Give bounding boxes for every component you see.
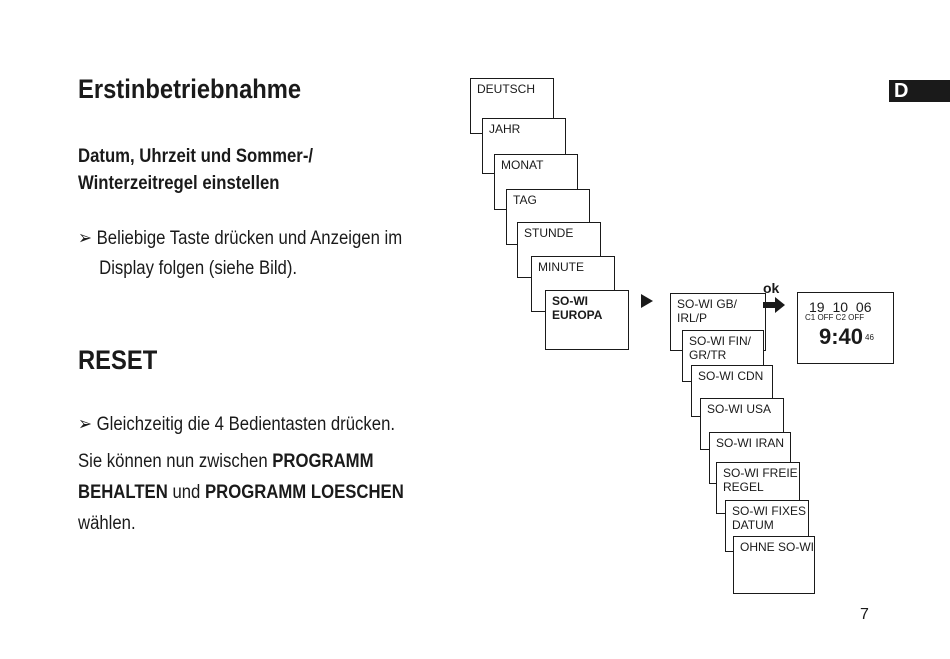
subtitle-line-2: Winterzeitregel einstellen [78, 173, 280, 194]
text-fragment-bold: PROGRAMM [272, 451, 374, 472]
instruction-bullet-1: ➢ Beliebige Taste drücken und Anzeigen i… [78, 224, 402, 284]
setup-screen-text: TAG [513, 193, 537, 207]
dst-option-screen-text: SO-WI USA [707, 402, 772, 416]
clock-seconds: 46 [865, 333, 874, 342]
clock-time: 9:40 [819, 324, 864, 349]
dst-option-screen-text: REGEL [723, 480, 764, 494]
ok-label: ok [763, 280, 780, 296]
dst-option-screen-text: GR/TR [689, 348, 727, 362]
dst-option-screen-text: SO-WI FREIE [723, 466, 798, 480]
setup-screen-text: EUROPA [552, 308, 603, 322]
setup-screen-text: MONAT [501, 158, 544, 172]
section-subtitle: Datum, Uhrzeit und Sommer-/ Winterzeitre… [78, 143, 313, 197]
reset-text-line-1: Sie können nun zwischen PROGRAMM [78, 446, 404, 477]
language-tab: D [889, 80, 950, 102]
subtitle-line-1: Datum, Uhrzeit und Sommer-/ [78, 146, 314, 167]
dst-option-screen-text: SO-WI CDN [698, 369, 764, 383]
dst-option-screen-text: SO-WI GB/ [677, 297, 737, 311]
dst-option-screen-text: IRL/P [677, 311, 708, 325]
right-arrow-icon [763, 297, 785, 313]
dst-option-screen: OHNE SO-WI [733, 536, 815, 594]
text-fragment-bold: BEHALTEN [78, 482, 168, 503]
text-fragment: und [167, 482, 205, 503]
page-number: 7 [860, 606, 869, 623]
bullet1-line-2: Display folgen (siehe Bild). [99, 258, 298, 279]
bullet1-line-1: ➢ Beliebige Taste drücken und Anzeigen i… [78, 228, 403, 249]
page-title: Erstinbetriebnahme [78, 74, 302, 104]
reset-text-line-3: wählen. [78, 513, 136, 534]
setup-screen-text: MINUTE [538, 260, 584, 274]
text-fragment-bold: PROGRAMM LOESCHEN [204, 482, 404, 503]
reset-description: Sie können nun zwischen PROGRAMM BEHALTE… [78, 446, 404, 539]
dst-option-screen-text: SO-WI FIN/ [689, 334, 751, 348]
clock-channel-status: C1 OFF C2 OFF [805, 313, 865, 322]
text-fragment: Sie können nun zwischen [78, 451, 273, 472]
clock-date: 19 10 06 [809, 299, 872, 315]
instruction-bullet-2: ➢ Gleichzeitig die 4 Bedientasten drücke… [78, 414, 396, 435]
dst-option-screen-text: SO-WI IRAN [716, 436, 784, 450]
reset-text-line-2: BEHALTEN und PROGRAMM LOESCHEN [78, 477, 404, 508]
setup-screen-text: SO-WI [552, 294, 588, 308]
setup-screen-text: STUNDE [524, 226, 574, 240]
reset-heading: RESET [78, 345, 158, 375]
dst-option-screen-text: DATUM [732, 518, 774, 532]
dst-option-screen-text: SO-WI FIXES [732, 504, 807, 518]
setup-screen-text: DEUTSCH [477, 82, 536, 96]
dst-option-screen-text: OHNE SO-WI [740, 540, 814, 554]
setup-screen-text: JAHR [489, 122, 521, 136]
clock-display: 19 10 06 C1 OFF C2 OFF 9:40 46 [797, 292, 894, 364]
play-arrow-icon [641, 294, 653, 308]
